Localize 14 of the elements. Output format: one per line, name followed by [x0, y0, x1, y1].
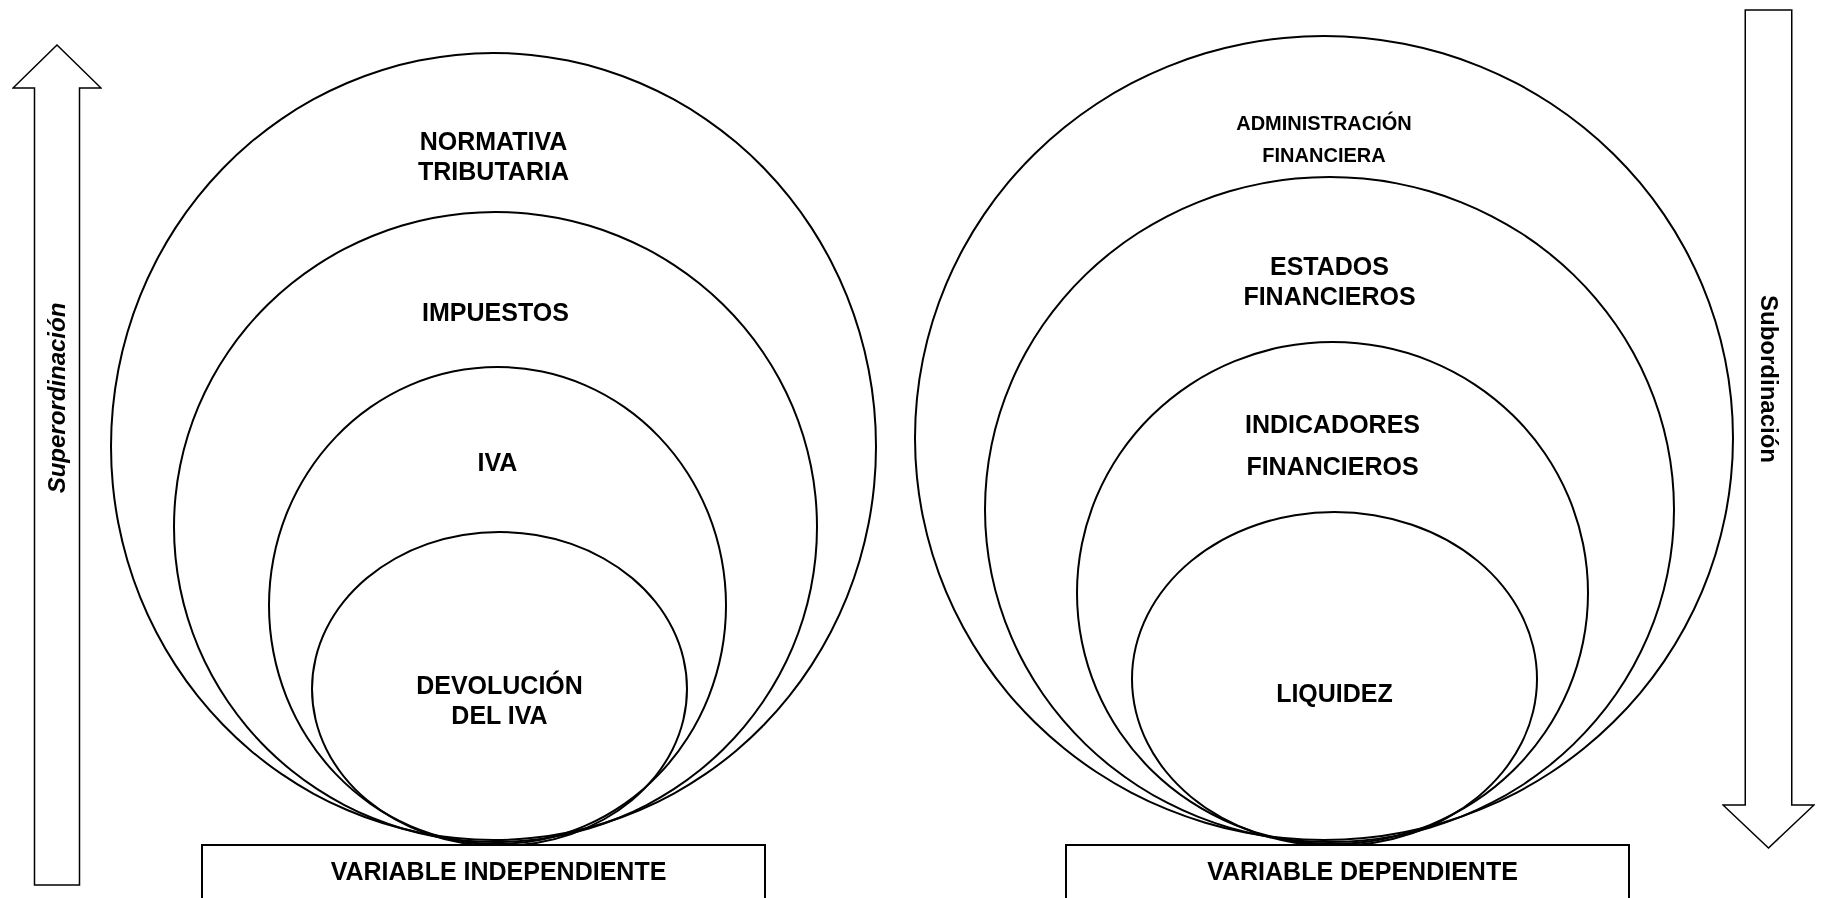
- circle-label: IMPUESTOS: [421, 297, 570, 327]
- variable-label: VARIABLE INDEPENDIENTE: [329, 856, 668, 886]
- axis-label: Superordinación: [43, 302, 71, 493]
- label-box: [1065, 844, 1630, 898]
- circle-label: INDICADORES FINANCIEROS: [1244, 409, 1421, 482]
- circle-label: LIQUIDEZ: [1275, 678, 1394, 708]
- circle-label: ADMINISTRACIÓN FINANCIERA: [1235, 110, 1413, 168]
- label-box: [201, 844, 766, 898]
- circle-label: DEVOLUCIÓN DEL IVA: [415, 670, 584, 730]
- variable-label: VARIABLE DEPENDIENTE: [1206, 856, 1519, 886]
- axis-label: Subordinación: [1754, 294, 1783, 463]
- circle-label: ESTADOS FINANCIEROS: [1242, 251, 1417, 311]
- circle-label: NORMATIVA TRIBUTARIA: [417, 126, 570, 186]
- circle-label: IVA: [476, 447, 519, 477]
